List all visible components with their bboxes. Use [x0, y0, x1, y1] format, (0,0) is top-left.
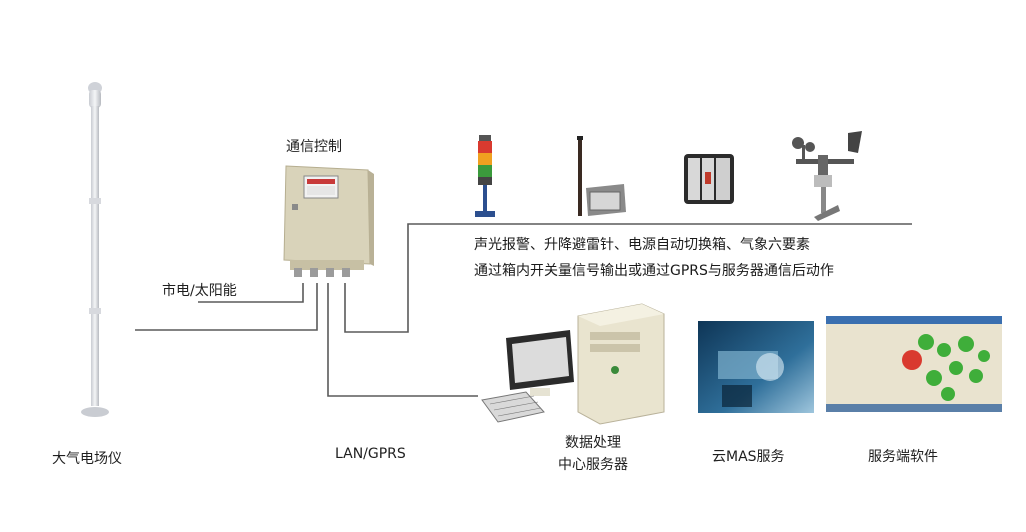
server-label-line1: 数据处理 — [565, 435, 621, 451]
wire-power — [198, 283, 304, 303]
server-software-label: 服务端软件 — [868, 449, 938, 465]
device-description-line2: 通过箱内开关量信号输出或通过GPRS与服务器通信后动作 — [474, 263, 834, 279]
comm-control-label: 通信控制 — [286, 139, 342, 155]
cloud-mas-screenshot — [698, 321, 814, 413]
lan-gprs-label: LAN/GPRS — [335, 446, 406, 462]
field-meter-label: 大气电场仪 — [52, 451, 122, 467]
wire-lan-to-server — [327, 283, 478, 397]
server-label-line2: 中心服务器 — [558, 457, 628, 473]
power-switch-box-image — [680, 150, 740, 208]
power-label: 市电/太阳能 — [162, 283, 237, 299]
wire-pole-to-box — [135, 283, 318, 331]
lifting-lightning-rod-image — [568, 134, 632, 220]
weather-station-image — [788, 125, 868, 223]
device-description-line1: 声光报警、升降避雷针、电源自动切换箱、气象六要素 — [474, 237, 810, 253]
cloud-mas-label: 云MAS服务 — [712, 449, 785, 465]
field-meter-pole-image — [70, 78, 120, 423]
comm-control-box-image — [278, 160, 376, 282]
data-server-image — [478, 300, 678, 430]
wire-to-devices — [344, 223, 912, 333]
server-software-screenshot — [825, 315, 1003, 413]
alarm-tower-light-image — [470, 133, 500, 221]
